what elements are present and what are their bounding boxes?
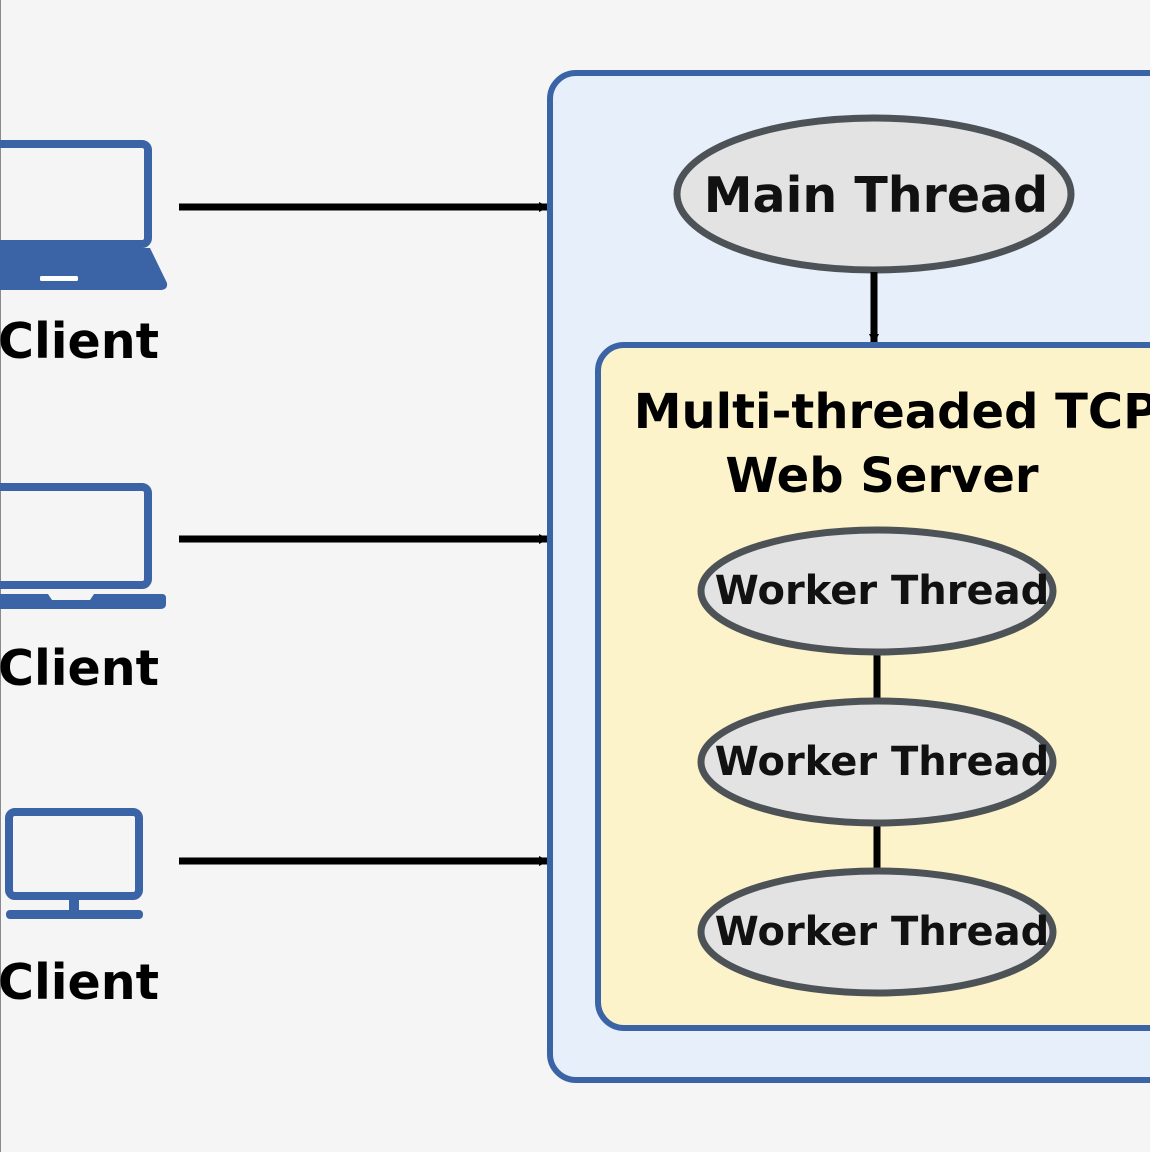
worker-thread-node: Worker Thread — [697, 697, 1057, 827]
main-thread-node: Main Thread — [673, 114, 1075, 274]
client-label: Client — [0, 313, 159, 370]
laptop-icon — [0, 483, 166, 609]
worker-thread-ellipse — [697, 867, 1057, 997]
worker-thread-ellipse — [697, 526, 1057, 656]
worker-thread-node: Worker Thread — [697, 526, 1057, 656]
web-server-title-line2: Web Server — [725, 448, 1039, 504]
worker-thread-ellipse — [697, 697, 1057, 827]
worker-thread-label: Worker Thread — [715, 909, 1049, 955]
worker-thread-label: Worker Thread — [715, 568, 1049, 614]
main-thread-label: Main Thread — [704, 167, 1048, 224]
web-server-title-line1: Multi-threaded TCP — [634, 384, 1150, 440]
client-1: Client — [0, 140, 168, 370]
desktop-monitor-icon — [5, 808, 143, 919]
main-thread-ellipse — [673, 114, 1075, 274]
worker-thread-label: Worker Thread — [715, 739, 1049, 785]
worker-thread-node: Worker Thread — [697, 867, 1057, 997]
client-label: Client — [0, 954, 159, 1011]
laptop-icon — [0, 140, 168, 290]
request-arrows — [179, 202, 549, 866]
client-label: Client — [0, 640, 159, 697]
client-3: Client — [0, 808, 159, 1011]
client-2: Client — [0, 483, 166, 697]
